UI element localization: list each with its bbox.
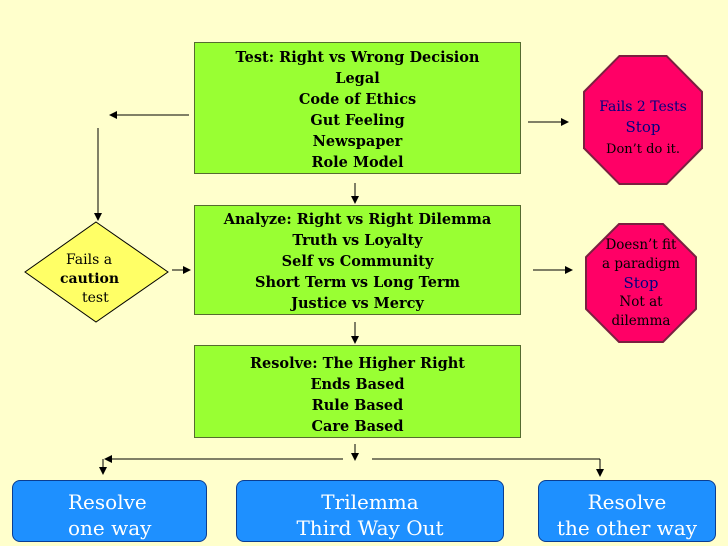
outcome-resolve-one-way: Resolve one way (12, 480, 207, 542)
test-box-line: Newspaper (312, 133, 403, 150)
stop-sign-fails-tests-face (585, 57, 701, 183)
outcome-left-line: one way (68, 516, 152, 540)
test-box-line: Code of Ethics (298, 91, 417, 108)
outcome-resolve-other-way: Resolve the other way (538, 480, 716, 542)
caution-diamond-shape (24, 221, 169, 323)
test-box: Test: Right vs Wrong Decision Legal Code… (194, 42, 521, 174)
analyze-box: Analyze: Right vs Right Dilemma Truth vs… (194, 205, 521, 315)
analyze-box-line: Truth vs Loyalty (292, 232, 423, 249)
resolve-box-line: Rule Based (311, 397, 404, 414)
stop-sign-1-stop: Stop (625, 118, 661, 136)
stop-sign-no-paradigm-face (587, 225, 695, 341)
stop-sign-2-line: dilemma (611, 313, 671, 329)
test-box-title: Test: Right vs Wrong Decision (235, 49, 480, 66)
caution-diamond-text: Fails a caution test (24, 251, 169, 308)
caution-line-1: Fails a (66, 252, 113, 268)
resolve-box-title: Resolve: The Higher Right (249, 355, 465, 372)
test-box-line: Role Model (311, 154, 404, 171)
analyze-box-line: Justice vs Mercy (291, 295, 424, 312)
analyze-box-line: Short Term vs Long Term (254, 274, 461, 291)
stop-sign-2-text: Doesn’t fit a paradigm Stop Not at dilem… (587, 236, 695, 331)
stop-sign-1-text: Fails 2 Tests Stop Don’t do it. (585, 97, 701, 160)
stop-sign-2-stop: Stop (623, 274, 659, 292)
stop-sign-2-line: Doesn’t fit (605, 237, 677, 253)
stop-sign-1-line: Don’t do it. (606, 142, 680, 157)
outcome-left-line: Resolve (68, 490, 147, 514)
resolve-box: Resolve: The Higher Right Ends Based Rul… (194, 345, 521, 438)
stop-sign-2-line: a paradigm (602, 256, 680, 272)
outcome-mid-line: Trilemma (321, 490, 419, 514)
outcome-right-line: the other way (556, 516, 698, 540)
test-box-line: Legal (335, 70, 380, 87)
outcome-mid-line: Third Way Out (296, 516, 444, 540)
outcome-trilemma: Trilemma Third Way Out (236, 480, 504, 542)
stop-sign-1-line: Fails 2 Tests (599, 99, 687, 115)
resolve-box-line: Care Based (311, 418, 404, 435)
caution-line-3: test (82, 290, 109, 306)
test-box-line: Gut Feeling (310, 112, 405, 129)
analyze-box-title: Analyze: Right vs Right Dilemma (223, 211, 492, 228)
outcome-right-line: Resolve (587, 490, 667, 514)
resolve-box-line: Ends Based (310, 376, 405, 393)
stop-sign-2-line: Not at (619, 294, 663, 310)
caution-line-2: caution (60, 271, 120, 287)
analyze-box-line: Self vs Community (281, 253, 434, 270)
caution-diamond: Fails a caution test (24, 221, 169, 323)
